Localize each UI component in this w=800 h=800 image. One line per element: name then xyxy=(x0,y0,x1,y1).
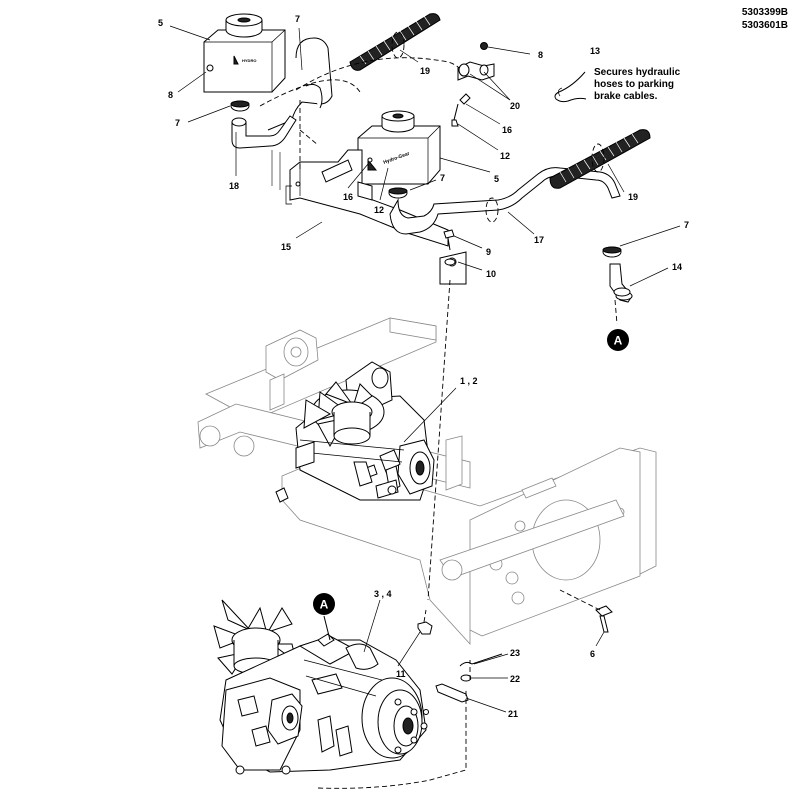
reference-marker-a-lower: A xyxy=(313,593,335,615)
callout-11: 11 xyxy=(396,669,406,679)
nut-11 xyxy=(417,621,433,635)
callout-9: 9 xyxy=(486,247,491,257)
reference-marker-a-upper-label: A xyxy=(614,334,623,348)
callout-13: 13 xyxy=(590,46,600,56)
hose-guard-right xyxy=(549,129,651,189)
callout-10: 10 xyxy=(486,269,496,279)
note-line-1: Secures hydraulic xyxy=(594,67,681,78)
callout-15: 15 xyxy=(281,242,291,252)
hose-guard-top xyxy=(349,13,441,71)
callout-23: 23 xyxy=(510,648,520,658)
note-line-3: brake cables. xyxy=(594,91,658,102)
callout-19-top: 19 xyxy=(420,66,430,76)
spring-23 xyxy=(459,653,503,667)
reference-marker-a-upper: A xyxy=(607,329,629,351)
callout-8-right: 8 xyxy=(538,50,543,60)
callout-12-center: 12 xyxy=(374,205,384,215)
bracket-21 xyxy=(435,683,469,703)
callout-5-top: 5 xyxy=(158,18,163,28)
callout-12-right: 12 xyxy=(500,151,510,161)
transaxle-lower xyxy=(213,599,429,775)
fitting-20 xyxy=(457,42,495,81)
callout-14: 14 xyxy=(672,262,682,272)
reference-marker-a-lower-label: A xyxy=(320,598,329,612)
hose-17 xyxy=(389,167,621,235)
callout-numbers: 5 7 8 7 18 19 8 20 13 16 12 16 12 7 5 15… xyxy=(158,14,689,719)
hose-clamp-right xyxy=(602,246,622,258)
callout-18: 18 xyxy=(229,181,239,191)
callout-21: 21 xyxy=(508,709,518,719)
callout-17: 17 xyxy=(534,235,544,245)
callout-7-center: 7 xyxy=(440,173,445,183)
part-number-2: 5303601B xyxy=(741,20,788,31)
svg-text:HYDRO: HYDRO xyxy=(242,58,256,63)
part-number-1: 5303399B xyxy=(741,7,788,18)
callout-1-2: 1 , 2 xyxy=(460,376,478,386)
callout-16-center: 16 xyxy=(343,192,353,202)
cable-clip-13 xyxy=(554,71,587,103)
fitting-14 xyxy=(609,263,633,303)
callout-16-right: 16 xyxy=(502,125,512,135)
note-line-2: hoses to parking xyxy=(594,79,674,90)
callout-7-top: 7 xyxy=(295,14,300,24)
leader-lines xyxy=(169,25,681,713)
callout-3-4: 3 , 4 xyxy=(374,589,392,599)
hose-upper-left xyxy=(267,37,333,131)
reservoir-center: Hydro-Gear xyxy=(357,110,441,185)
callout-5-center: 5 xyxy=(494,174,499,184)
callout-22: 22 xyxy=(510,674,520,684)
callout-19-right: 19 xyxy=(628,192,638,202)
note-text: Secures hydraulic hoses to parking brake… xyxy=(594,67,681,102)
callout-7-left: 7 xyxy=(175,118,180,128)
callout-20: 20 xyxy=(510,101,520,111)
bolt-6 xyxy=(595,605,613,633)
transaxle-middle xyxy=(295,361,435,501)
hose-clamp-left xyxy=(230,100,250,112)
callout-7-right: 7 xyxy=(684,220,689,230)
callout-8-left: 8 xyxy=(168,90,173,100)
callout-6: 6 xyxy=(590,649,595,659)
reservoir-left: HYDRO xyxy=(203,13,286,93)
hose-clamp-center xyxy=(388,187,408,199)
elbow-hose-18 xyxy=(231,115,297,149)
washer-22 xyxy=(460,674,472,682)
